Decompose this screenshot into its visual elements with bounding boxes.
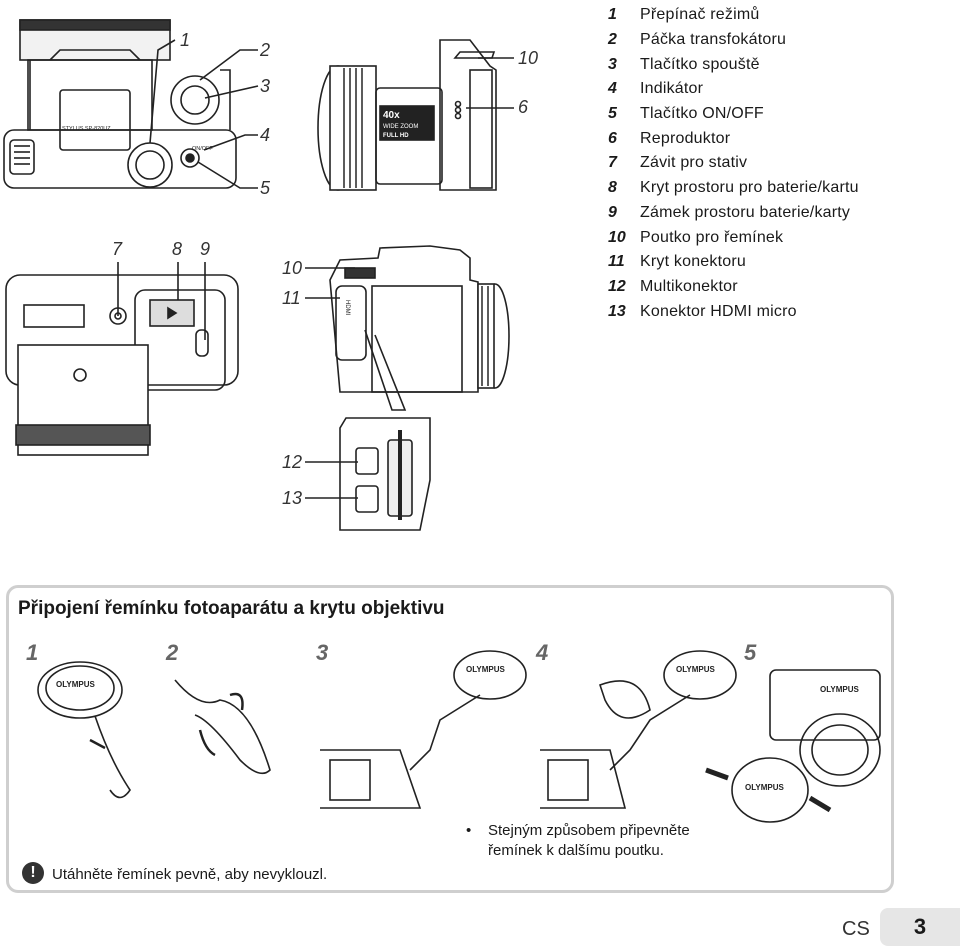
page-footer: CS 3	[826, 908, 960, 948]
step-2-number: 2	[166, 640, 179, 665]
part-row: 10 Poutko pro řemínek	[608, 225, 948, 250]
part-label: Konektor HDMI micro	[640, 302, 797, 320]
warning-text: Utáhněte řemínek pevně, aby nevyklouzl.	[52, 866, 328, 883]
step-1-number: 1	[26, 640, 39, 665]
callout-1: 1	[180, 30, 190, 50]
hdmi-label: HDMI	[344, 300, 350, 316]
camera-front-view	[317, 39, 497, 191]
callout-6: 6	[518, 97, 529, 117]
step-5-illustration: OLYMPUS OLYMPUS	[705, 669, 881, 823]
part-label: Multikonektor	[640, 277, 738, 295]
part-label: Přepínač režimů	[640, 6, 760, 24]
part-row: 9 Zámek prostoru baterie/karty	[608, 201, 948, 226]
part-label: Tlačítko ON/OFF	[640, 105, 764, 123]
part-number: 9	[608, 203, 617, 221]
part-label: Tlačítko spouště	[640, 55, 760, 73]
callout-13: 13	[282, 488, 302, 508]
zoom-badge-2: WIDE ZOOM	[383, 124, 418, 130]
on-off-label: ON/OFF	[192, 146, 213, 152]
part-number: 2	[608, 31, 617, 49]
callout-7: 7	[112, 239, 123, 259]
callout-12: 12	[282, 452, 302, 472]
part-number: 12	[608, 277, 626, 295]
bullet-text-line2: řemínek k dalšímu poutku.	[488, 842, 664, 859]
camera-brand-5: OLYMPUS	[820, 685, 859, 694]
step-5-number: 5	[744, 640, 757, 665]
part-number: 13	[608, 302, 626, 320]
part-number: 6	[608, 129, 617, 147]
part-label: Reproduktor	[640, 129, 731, 147]
step-3-number: 3	[316, 640, 329, 665]
cap-brand-5: OLYMPUS	[745, 783, 784, 792]
cap-brand-3: OLYMPUS	[466, 665, 505, 674]
part-number: 11	[608, 253, 625, 271]
part-row: 12 Multikonektor	[608, 275, 948, 300]
strap-section-box	[6, 585, 894, 893]
callout-5: 5	[260, 178, 271, 198]
part-number: 5	[608, 105, 617, 123]
part-row: 8 Kryt prostoru pro baterie/kartu	[608, 176, 948, 201]
part-row: 4 Indikátor	[608, 77, 948, 102]
part-label: Závit pro stativ	[640, 154, 748, 172]
callout-10: 10	[282, 258, 302, 278]
step-1-illustration: OLYMPUS	[37, 661, 131, 799]
zoom-badge-1: 40x	[383, 110, 400, 121]
callout-2: 2	[259, 40, 270, 60]
part-label: Kryt prostoru pro baterie/kartu	[640, 179, 859, 197]
part-number: 4	[608, 80, 617, 98]
step-4-number: 4	[536, 640, 549, 665]
cap-brand-4: OLYMPUS	[676, 665, 715, 674]
bullet-text-line1: Stejným způsobem připevněte	[488, 822, 690, 839]
camera-diagrams: STYLUS SP-820UZ ON/OFF 40x WIDE ZOOM FUL…	[3, 19, 538, 531]
callout-11: 11	[282, 288, 301, 308]
connector-detail-view	[339, 417, 431, 531]
footer-lang: CS	[842, 918, 870, 940]
part-label: Zámek prostoru baterie/karty	[640, 203, 851, 221]
part-row: 2 Páčka transfokátoru	[608, 28, 948, 53]
page-number: 3	[880, 908, 960, 946]
bullet-dot: •	[466, 822, 472, 839]
cap-brand-1: OLYMPUS	[56, 680, 95, 689]
callout-9: 9	[200, 239, 210, 259]
callout-10-side: 10	[518, 48, 538, 68]
part-row: 11 Kryt konektoru	[608, 250, 948, 275]
camera-bottom-view	[5, 274, 239, 456]
part-row: 5 Tlačítko ON/OFF	[608, 102, 948, 127]
part-number: 7	[608, 154, 617, 172]
part-label: Kryt konektoru	[640, 253, 746, 271]
part-row: 1 Přepínač režimů	[608, 3, 948, 28]
part-label: Páčka transfokátoru	[640, 31, 787, 49]
callout-8: 8	[172, 239, 182, 259]
strap-illustrations: OLYMPUS OLYMPUS OLYMPUS	[37, 650, 881, 823]
part-row: 7 Závit pro stativ	[608, 151, 948, 176]
part-label: Indikátor	[640, 80, 704, 98]
step-3-illustration: OLYMPUS	[320, 650, 527, 809]
zoom-badge-3: FULL HD	[383, 133, 409, 139]
step-2-illustration	[174, 679, 271, 775]
step-4-illustration: OLYMPUS	[540, 650, 737, 809]
part-number: 10	[608, 228, 626, 246]
part-row: 13 Konektor HDMI micro	[608, 299, 948, 324]
camera-right-view	[329, 245, 510, 393]
exclamation-icon: !	[22, 862, 44, 884]
callout-4: 4	[260, 125, 270, 145]
model-label: STYLUS SP-820UZ	[62, 126, 111, 132]
part-number: 3	[608, 55, 617, 73]
part-row: 6 Reproduktor	[608, 126, 948, 151]
part-label: Poutko pro řemínek	[640, 228, 784, 246]
part-number: 8	[608, 179, 617, 197]
strap-section-title: Připojení řemínku fotoaparátu a krytu ob…	[18, 598, 445, 619]
camera-top-view	[3, 19, 237, 189]
callout-3: 3	[260, 76, 270, 96]
part-number: 1	[608, 6, 617, 24]
part-row: 3 Tlačítko spouště	[608, 52, 948, 77]
